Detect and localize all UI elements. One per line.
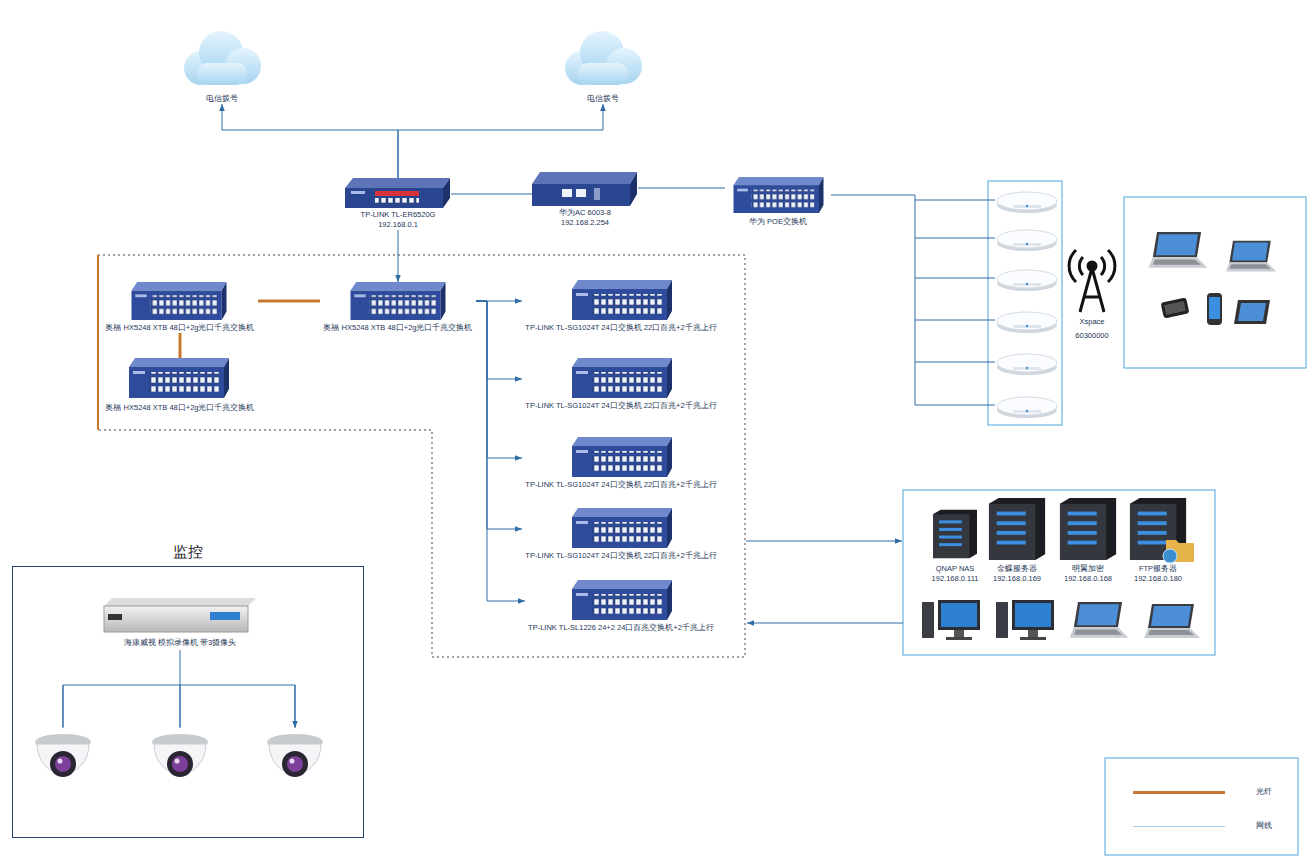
core-switch-node: 奥福 HX5248 XTB 48口+2g光口千兆交换机 (320, 282, 476, 333)
device-label: TP-LINK TL-SG1024T 24口交换机 22口百兆+2千兆上行 (525, 323, 716, 333)
dvr-node: 海康威视 模拟录像机 带3摄像头 (103, 598, 257, 648)
server-node: QNAP NAS192.168.0.111 (929, 508, 982, 584)
legend-text: 网线 (1256, 821, 1272, 831)
poe-switch-node: 华为 POE交换机 (725, 177, 831, 227)
legend-swatch (1133, 826, 1225, 827)
device-label: 192.168.0.169 (993, 574, 1041, 584)
poe-switch-icon (734, 177, 824, 213)
device-label: 192.168.0.180 (1134, 574, 1182, 584)
camera-wires (63, 650, 295, 727)
servers-to-group-arrow (747, 623, 903, 624)
group-heading: 监控 (173, 543, 203, 561)
cable-connector (476, 301, 522, 529)
access-points (997, 192, 1057, 418)
switch-group-outline (98, 255, 745, 657)
server-node: 金蝶服务器192.168.0.169 (987, 498, 1047, 584)
access-switch-node: TP-LINK TL-SG1024T 24口交换机 22口百兆+2千兆上行 (522, 437, 720, 490)
fiber-connector (258, 300, 320, 303)
ac-node: 华为AC 6003-8192.168.2.254 (532, 172, 638, 228)
device-label: QNAP NAS (936, 564, 975, 574)
cable-connector (638, 188, 725, 189)
access-switch-node: TP-LINK TL-SG1024T 24口交换机 22口百兆+2千兆上行 (522, 280, 720, 333)
device-label: 电信拨号 (206, 94, 238, 104)
cable-connector (398, 104, 603, 178)
device-label: 海康威视 模拟录像机 带3摄像头 (124, 638, 236, 648)
device-label: 奥福 HX5248 XTB 48口+2g光口千兆交换机 (323, 323, 472, 333)
antenna-symbol (1069, 250, 1115, 312)
device-label: 电信拨号 (587, 94, 619, 104)
dvr-icon (104, 598, 256, 632)
client-devices (1149, 232, 1277, 325)
device-label: TP-LINK TL-SG1024T 24口交换机 22口百兆+2千兆上行 (525, 401, 716, 411)
device-label: 192.168.0.1 (378, 220, 418, 230)
antenna-label: Xspace (1079, 317, 1104, 327)
cameras (35, 734, 323, 777)
device-label: TP-LINK TL-ER6520G (361, 210, 436, 220)
legend-swatch (1133, 791, 1225, 794)
poe-ap-wires (831, 195, 995, 405)
core-switch-node: 奥福 HX5248 XTB 48口+2g光口千兆交换机 (102, 282, 258, 333)
cable-connector (222, 104, 398, 178)
servers (933, 498, 1194, 563)
cable-connector (476, 301, 525, 601)
device-label: 明翼加密 (1072, 564, 1104, 574)
group-to-servers-arrow (746, 541, 902, 542)
cable-connector (451, 194, 532, 195)
monitor-group: 监控海康威视 模拟录像机 带3摄像头 (12, 566, 364, 838)
device-label: 华为AC 6003-8 (559, 208, 611, 218)
core-switch-node: 奥福 HX5248 XTB 48口+2g光口千兆交换机 (102, 358, 258, 413)
client-box (1124, 197, 1306, 368)
fiber-line (97, 255, 99, 430)
antenna-label: 60300000 (1075, 331, 1108, 341)
cable-connector (476, 301, 522, 379)
device-label: 奥福 HX5248 XTB 48口+2g光口千兆交换机 (105, 403, 254, 413)
server-box (903, 490, 1215, 655)
ac-icon (532, 172, 637, 206)
server-node: FTP服务器192.168.0.180 (1128, 498, 1188, 584)
legend-text: 光纤 (1256, 787, 1272, 797)
ap-group-box (988, 181, 1062, 425)
legend-box (1105, 758, 1298, 855)
cloud-node: 电信拨号 (558, 28, 648, 104)
server-node: 明翼加密192.168.0.168 (1058, 498, 1118, 584)
device-label: 金蝶服务器 (997, 564, 1037, 574)
cable-connector (476, 301, 522, 458)
router-node: TP-LINK TL-ER6520G192.168.0.1 (345, 178, 451, 230)
cloud-node: 电信拨号 (177, 28, 267, 104)
device-label: 192.168.0.168 (1064, 574, 1112, 584)
device-label: TP-LINK TL-SG1024T 24口交换机 22口百兆+2千兆上行 (525, 480, 716, 490)
device-label: FTP服务器 (1139, 564, 1177, 574)
device-label: 192.168.0.111 (932, 574, 979, 584)
access-switch-node: TP-LINK TL-SG1024T 24口交换机 22口百兆+2千兆上行 (522, 508, 720, 561)
device-label: 奥福 HX5248 XTB 48口+2g光口千兆交换机 (105, 323, 254, 333)
clouds (184, 31, 642, 85)
device-label: 华为 POE交换机 (749, 217, 807, 227)
device-label: TP-LINK TL-SL1226 24+2 24口百兆交换机+2千兆上行 (528, 623, 714, 633)
device-label: 192.168.2.254 (561, 218, 609, 228)
workstations (922, 600, 1200, 640)
access-switch-node: TP-LINK TL-SG1024T 24口交换机 22口百兆+2千兆上行 (522, 358, 720, 411)
fiber-connector (179, 333, 182, 358)
access-switch-node: TP-LINK TL-SL1226 24+2 24口百兆交换机+2千兆上行 (525, 580, 717, 633)
camera-arrows (63, 685, 295, 728)
cable-connector (398, 230, 399, 282)
device-label: TP-LINK TL-SG1024T 24口交换机 22口百兆+2千兆上行 (525, 551, 716, 561)
router-icon (345, 178, 450, 208)
